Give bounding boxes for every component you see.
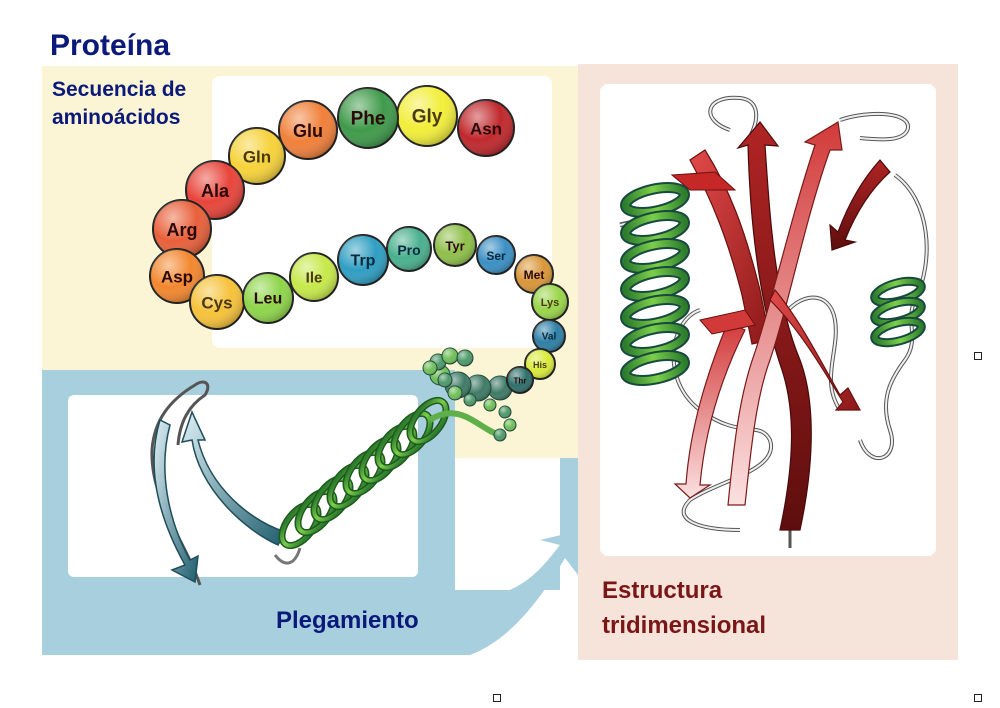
amino-acid-ser: Ser (476, 235, 516, 275)
amino-acid-shade (186, 161, 244, 219)
structure-helix-turn (622, 324, 688, 356)
structure-helix-turn (622, 212, 688, 244)
folding-bead-shade (494, 429, 506, 441)
resize-handle-right[interactable] (974, 352, 982, 360)
amino-acid-label: Cys (201, 294, 232, 313)
structure-small-helix (870, 276, 926, 348)
amino-acid-met: Met (514, 254, 554, 294)
amino-acid-shade (434, 224, 476, 266)
amino-acid-gln: Gln (228, 127, 286, 185)
folding-arrow (455, 530, 582, 655)
amino-acid-trp: Trp (337, 234, 389, 286)
amino-acid-shade (515, 255, 553, 293)
folding-bead-shade (488, 376, 512, 400)
amino-acid-shade (279, 101, 337, 159)
amino-acid-label: Ile (306, 270, 323, 287)
folding-bead-shade (457, 350, 473, 366)
structure-helix-turn (622, 268, 688, 300)
amino-acid-label: Ser (486, 249, 506, 263)
amino-acid-label: Glu (293, 121, 323, 141)
amino-acid-label: Asn (470, 120, 502, 139)
amino-acid-shade (338, 88, 398, 148)
amino-acid-lys: Lys (531, 283, 569, 321)
amino-acid-thr: Thr (506, 366, 534, 394)
folding-bead-shade (484, 399, 496, 411)
amino-acid-shade (507, 367, 533, 393)
amino-acid-shade (397, 86, 457, 146)
structure-alpha-helix (620, 182, 690, 386)
structure-label-line2: tridimensional (602, 612, 766, 639)
folding-label: Plegamiento (276, 607, 419, 634)
sequence-label-line2: aminoácidos (52, 106, 180, 129)
page-title: Proteína (50, 29, 170, 62)
amino-acid-label: Phe (351, 109, 386, 130)
amino-acid-ile: Ile (289, 252, 339, 302)
amino-acid-shade (150, 249, 204, 303)
amino-acid-shade (387, 227, 431, 271)
amino-acid-leu: Leu (242, 272, 294, 324)
resize-handle-corner[interactable] (974, 694, 982, 702)
amino-acid-shade (533, 320, 565, 352)
amino-acid-asn: Asn (457, 99, 515, 157)
amino-acid-ala: Ala (185, 160, 245, 220)
amino-acid-phe: Phe (337, 87, 399, 149)
amino-acid-shade (190, 275, 244, 329)
structure-helix-turn (622, 352, 688, 384)
amino-acid-shade (290, 253, 338, 301)
amino-acid-label: Pro (397, 242, 420, 258)
amino-acid-arg: Arg (152, 199, 212, 259)
alpha-helix (278, 396, 501, 550)
amino-acid-shade (458, 100, 514, 156)
amino-acid-val: Val (532, 319, 566, 353)
folding-bead-shade (438, 373, 452, 387)
structure-helix-turn (622, 296, 688, 328)
amino-acid-label: Val (542, 332, 557, 343)
helix-turn (408, 398, 448, 444)
amino-acid-his: His (524, 348, 556, 380)
amino-acid-label: Tyr (445, 239, 464, 254)
amino-acid-pro: Pro (386, 226, 432, 272)
amino-acid-asp: Asp (149, 248, 205, 304)
amino-acid-shade (153, 200, 211, 258)
amino-acid-tyr: Tyr (433, 223, 477, 267)
amino-acid-shade (229, 128, 285, 184)
structure-helix-turn (622, 184, 688, 216)
amino-acid-cys: Cys (189, 274, 245, 330)
amino-acid-label: Gln (243, 148, 271, 167)
amino-acid-label: Asp (161, 268, 193, 287)
amino-acid-label: Lys (541, 297, 560, 309)
amino-acid-shade (477, 236, 515, 274)
amino-acid-shade (243, 273, 293, 323)
folding-bead-shade (448, 386, 462, 400)
protein-ribbon-structure (619, 95, 929, 548)
amino-acid-label: Gly (412, 107, 443, 128)
structure-label-line1: Estructura (602, 577, 723, 604)
folding-bead-shade (464, 394, 476, 406)
amino-acid-shade (532, 284, 568, 320)
folding-bead-shade (504, 419, 516, 431)
amino-acid-label: Trp (351, 253, 376, 270)
folding-bead-shade (423, 361, 437, 375)
structure-small-helix-turn (872, 318, 924, 346)
amino-acid-shade (525, 349, 555, 379)
amino-acid-label: Leu (254, 291, 282, 308)
structure-helix-turn (622, 240, 688, 272)
folding-bead-shade (499, 406, 511, 418)
amino-acid-gly: Gly (396, 85, 458, 147)
amino-acid-glu: Glu (278, 100, 338, 160)
beta-hairpin (150, 380, 287, 586)
helix-loop (273, 547, 302, 565)
amino-acid-shade (338, 235, 388, 285)
amino-acid-label: Arg (167, 220, 198, 240)
amino-acid-label: Thr (514, 377, 527, 386)
amino-acid-label: His (533, 360, 547, 370)
resize-handle-bottom[interactable] (493, 694, 501, 702)
folding-bead-chain (422, 347, 517, 442)
amino-acid-label: Ala (201, 181, 230, 201)
folding-bead-shade (442, 348, 458, 364)
amino-acid-label: Met (524, 268, 545, 282)
sequence-label-line1: Secuencia de (52, 78, 186, 101)
